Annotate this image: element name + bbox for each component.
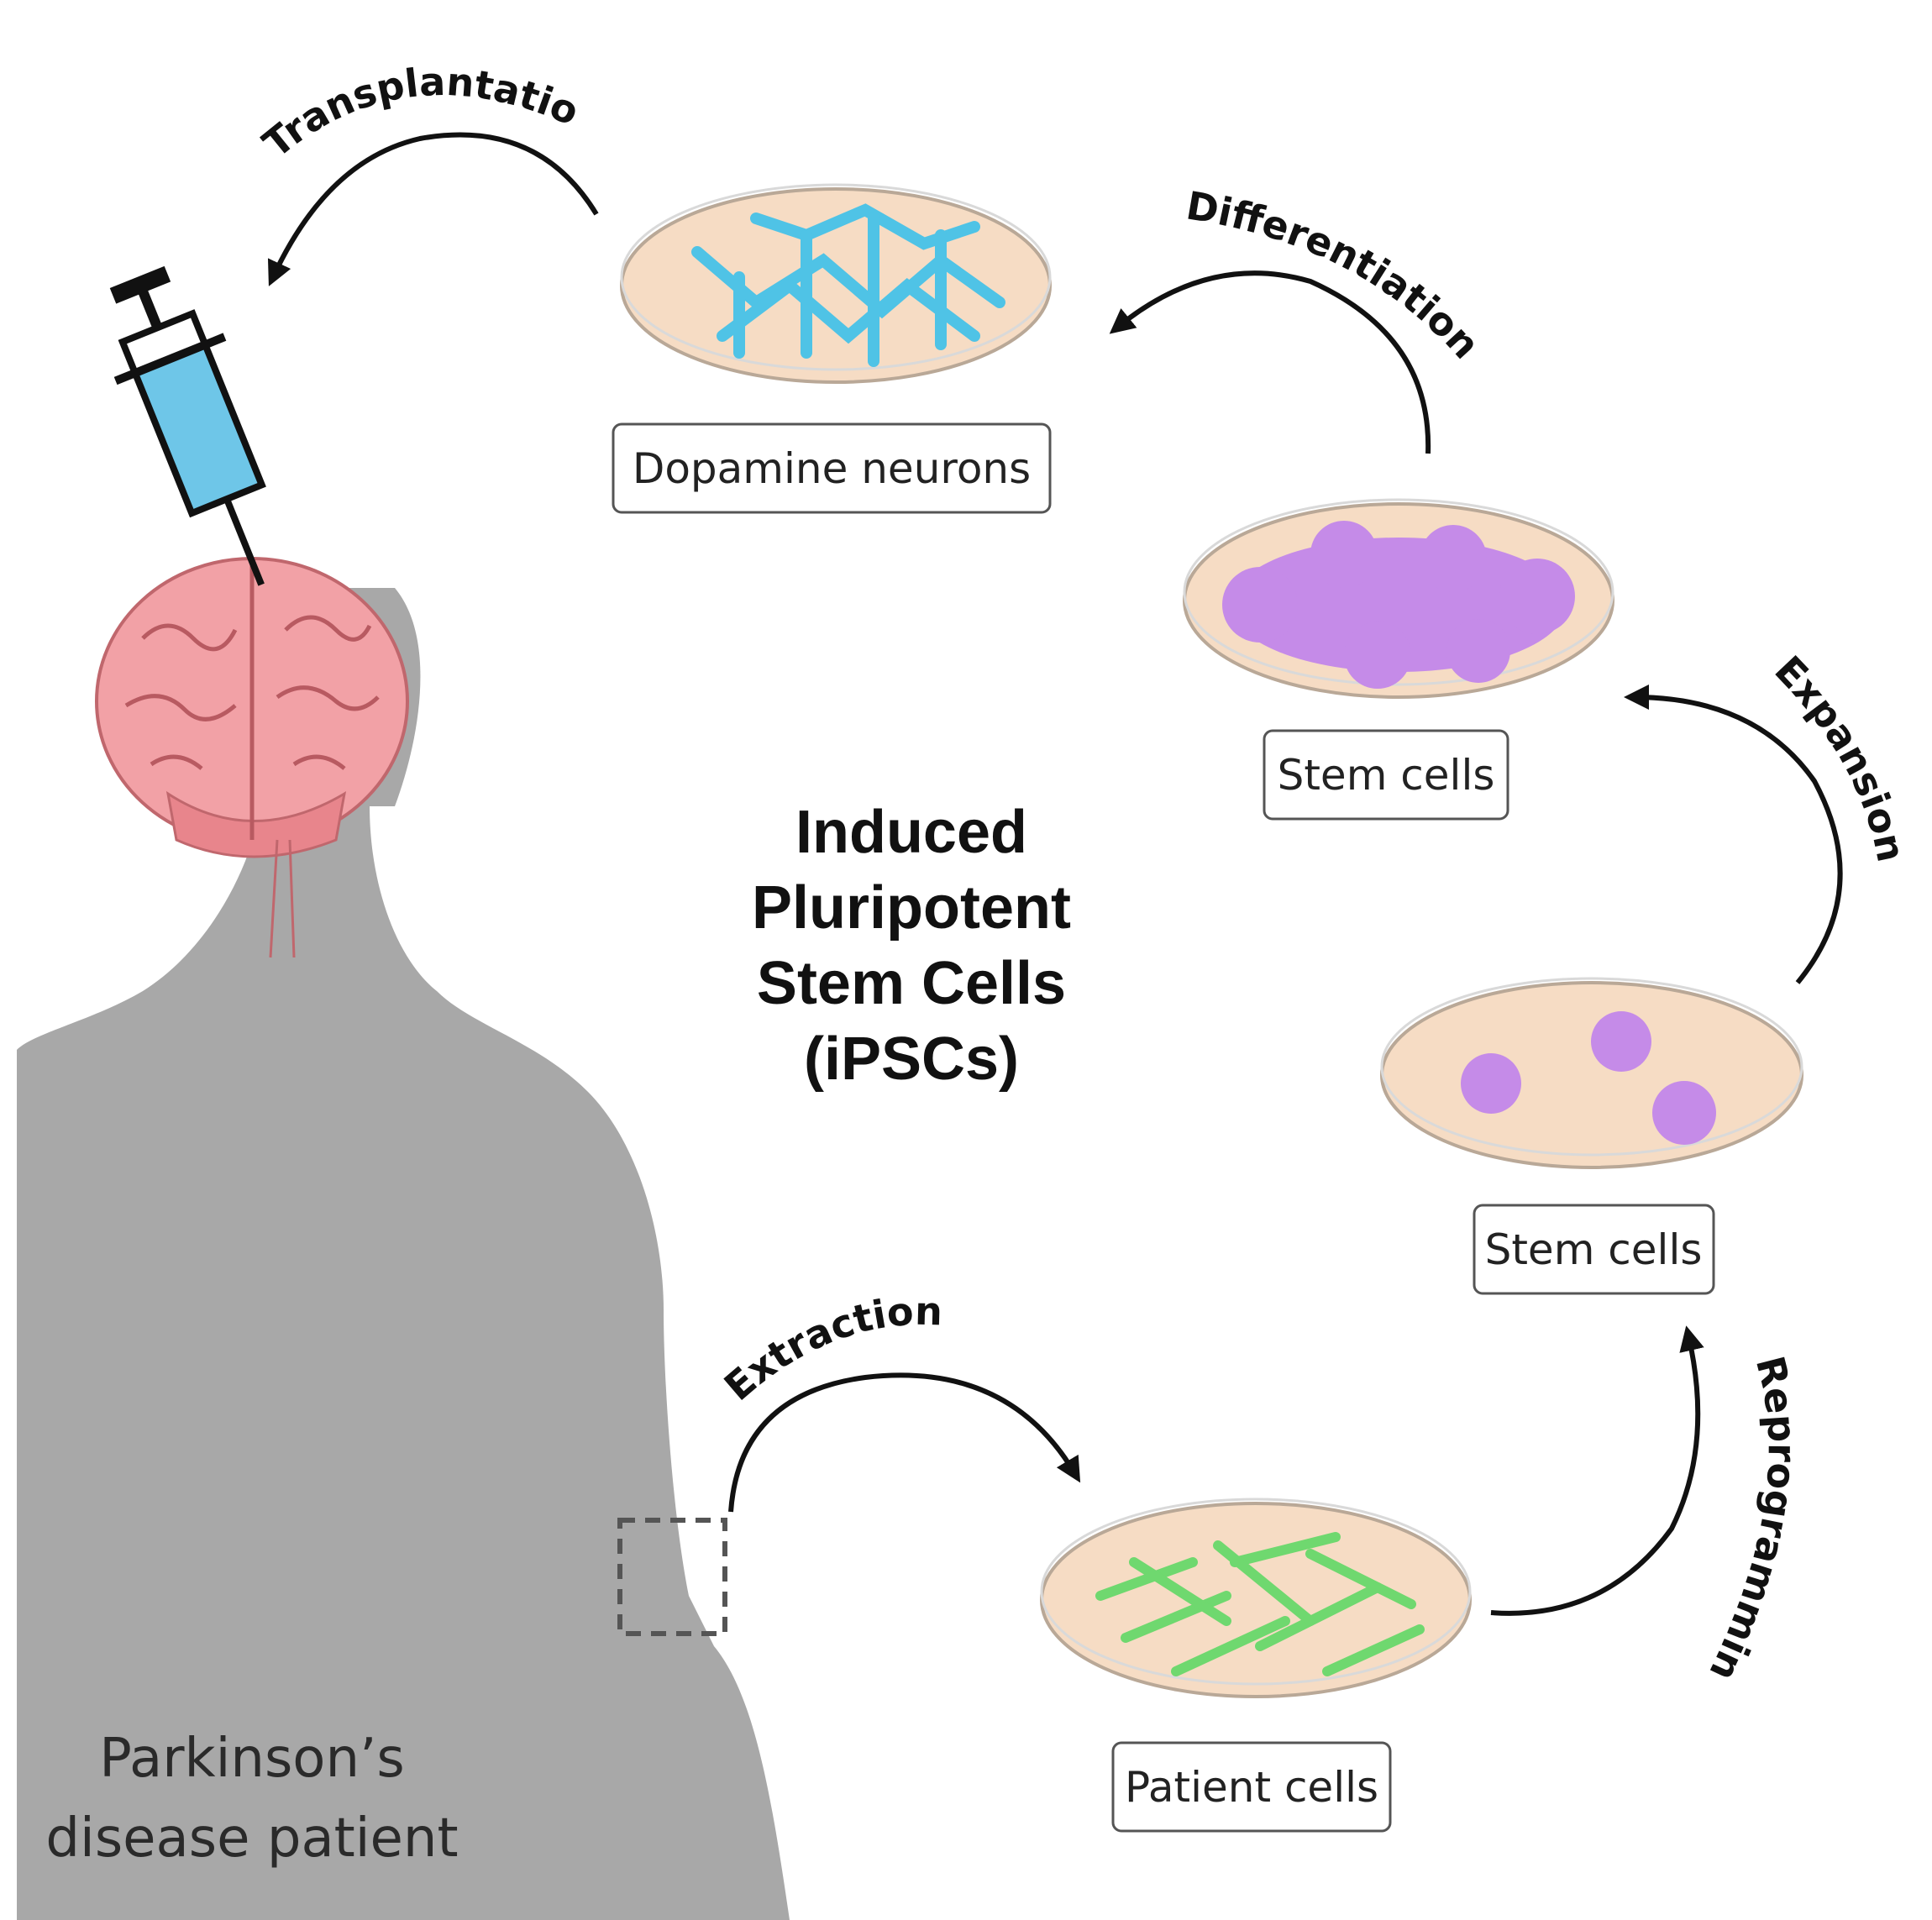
- stem-cells-top-label: Stem cells: [1263, 729, 1509, 821]
- stem-cells-mid-label: Stem cells: [1473, 1204, 1715, 1295]
- extraction-arrow: [728, 1372, 1081, 1513]
- patient-caption-line2: disease patient: [45, 1807, 458, 1870]
- center-title-line3: Stem Cells: [757, 950, 1066, 1017]
- center-title: Induced Pluripotent Stem Cells (iPSCs): [752, 799, 1071, 1093]
- reprogramming-arrow: [1490, 1325, 1704, 1616]
- petri-dish-stem-top: [1183, 498, 1614, 699]
- dopamine-neurons-text: Dopamine neurons: [633, 444, 1031, 493]
- center-title-line1: Induced: [795, 799, 1027, 866]
- center-title-line2: Pluripotent: [752, 874, 1071, 942]
- stem-cells-mid-text: Stem cells: [1485, 1225, 1703, 1274]
- patient-cells-text: Patient cells: [1125, 1763, 1378, 1812]
- transplantation-arrow: [267, 132, 599, 286]
- syringe-icon: [109, 265, 266, 586]
- dopamine-neurons-mesh: [691, 203, 1005, 367]
- extraction-site-box: [617, 1518, 727, 1636]
- patient-cells-label: Patient cells: [1111, 1741, 1392, 1833]
- brain-icon: [95, 557, 409, 958]
- stem-colony-dense: [1222, 521, 1575, 689]
- petri-dish-stem-mid: [1380, 977, 1803, 1169]
- center-title-line4: (iPSCs): [804, 1026, 1019, 1093]
- stem-cells-top-text: Stem cells: [1278, 751, 1495, 800]
- petri-dish-dopamine: [620, 183, 1052, 384]
- patient-caption-line1: Parkinson’s: [99, 1728, 404, 1790]
- petri-dish-patient: [1040, 1498, 1472, 1698]
- expansion-label: Expansion: [1766, 647, 1914, 865]
- patient-fibroblasts: [1095, 1532, 1425, 1676]
- stem-colony-sparse: [1461, 1011, 1716, 1145]
- dopamine-neurons-label: Dopamine neurons: [612, 422, 1052, 514]
- expansion-arrow: [1624, 685, 1843, 984]
- extraction-textpath: Extraction: [716, 1288, 943, 1410]
- transplantation-label: Transplantation: [0, 0, 585, 166]
- differentiation-arrow: [1109, 270, 1431, 454]
- extraction-label: Extraction: [716, 1288, 943, 1410]
- transplantation-textpath: Transplantation: [0, 0, 585, 166]
- expansion-textpath: Expansion: [1766, 647, 1914, 865]
- patient-caption: Parkinson’s disease patient: [45, 1728, 458, 1870]
